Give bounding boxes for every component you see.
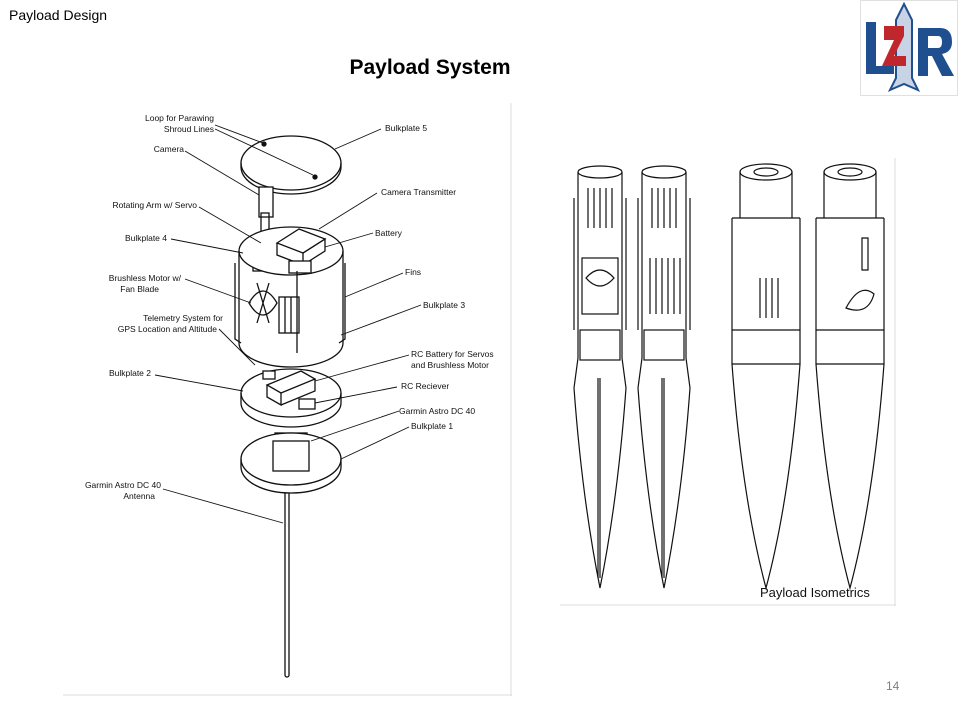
label-rc-receiver: RC Reciever xyxy=(401,381,449,391)
header-label: Payload Design xyxy=(9,7,108,23)
label-loop: Loop for Parawing xyxy=(145,113,214,123)
rocket-cutaway-2 xyxy=(637,165,691,589)
label-motor: Brushless Motor w/ xyxy=(109,273,182,283)
label-loop-2: Shroud Lines xyxy=(164,124,214,134)
page-number: 14 xyxy=(886,679,900,693)
label-telemetry-2: GPS Location and Altitude xyxy=(118,324,218,334)
slide-title: Payload System xyxy=(349,56,511,79)
label-bulkplate-1: Bulkplate 1 xyxy=(411,421,453,431)
label-camera: Camera xyxy=(154,144,185,154)
label-arm: Rotating Arm w/ Servo xyxy=(112,200,197,210)
label-bulkplate-3: Bulkplate 3 xyxy=(423,300,465,310)
label-bulkplate-4: Bulkplate 4 xyxy=(125,233,167,243)
label-rc-battery-2: and Brushless Motor xyxy=(411,360,489,370)
label-rc-battery: RC Battery for Servos xyxy=(411,349,494,359)
label-motor-2: Fan Blade xyxy=(120,284,159,294)
exploded-view-diagram: Loop for Parawing Shroud Lines Camera Ro… xyxy=(63,103,512,696)
label-antenna-2: Antenna xyxy=(123,491,155,501)
label-telemetry: Telemetry System for xyxy=(143,313,223,323)
l2r-logo xyxy=(860,0,958,96)
rocket-cutaway-1 xyxy=(573,165,627,589)
label-camera-transmitter: Camera Transmitter xyxy=(381,187,456,197)
label-garmin: Garmin Astro DC 40 xyxy=(399,406,475,416)
rocket-solid-1 xyxy=(731,163,801,591)
label-antenna: Garmin Astro DC 40 xyxy=(85,480,161,490)
isometrics-caption: Payload Isometrics xyxy=(760,585,870,600)
rocket-solid-2 xyxy=(815,163,885,591)
label-battery: Battery xyxy=(375,228,403,238)
label-bulkplate-5: Bulkplate 5 xyxy=(385,123,427,133)
label-bulkplate-2: Bulkplate 2 xyxy=(109,368,151,378)
bulkplate-5 xyxy=(240,135,342,191)
payload-isometrics-diagram: Payload Isometrics xyxy=(560,158,896,606)
label-fins: Fins xyxy=(405,267,421,277)
